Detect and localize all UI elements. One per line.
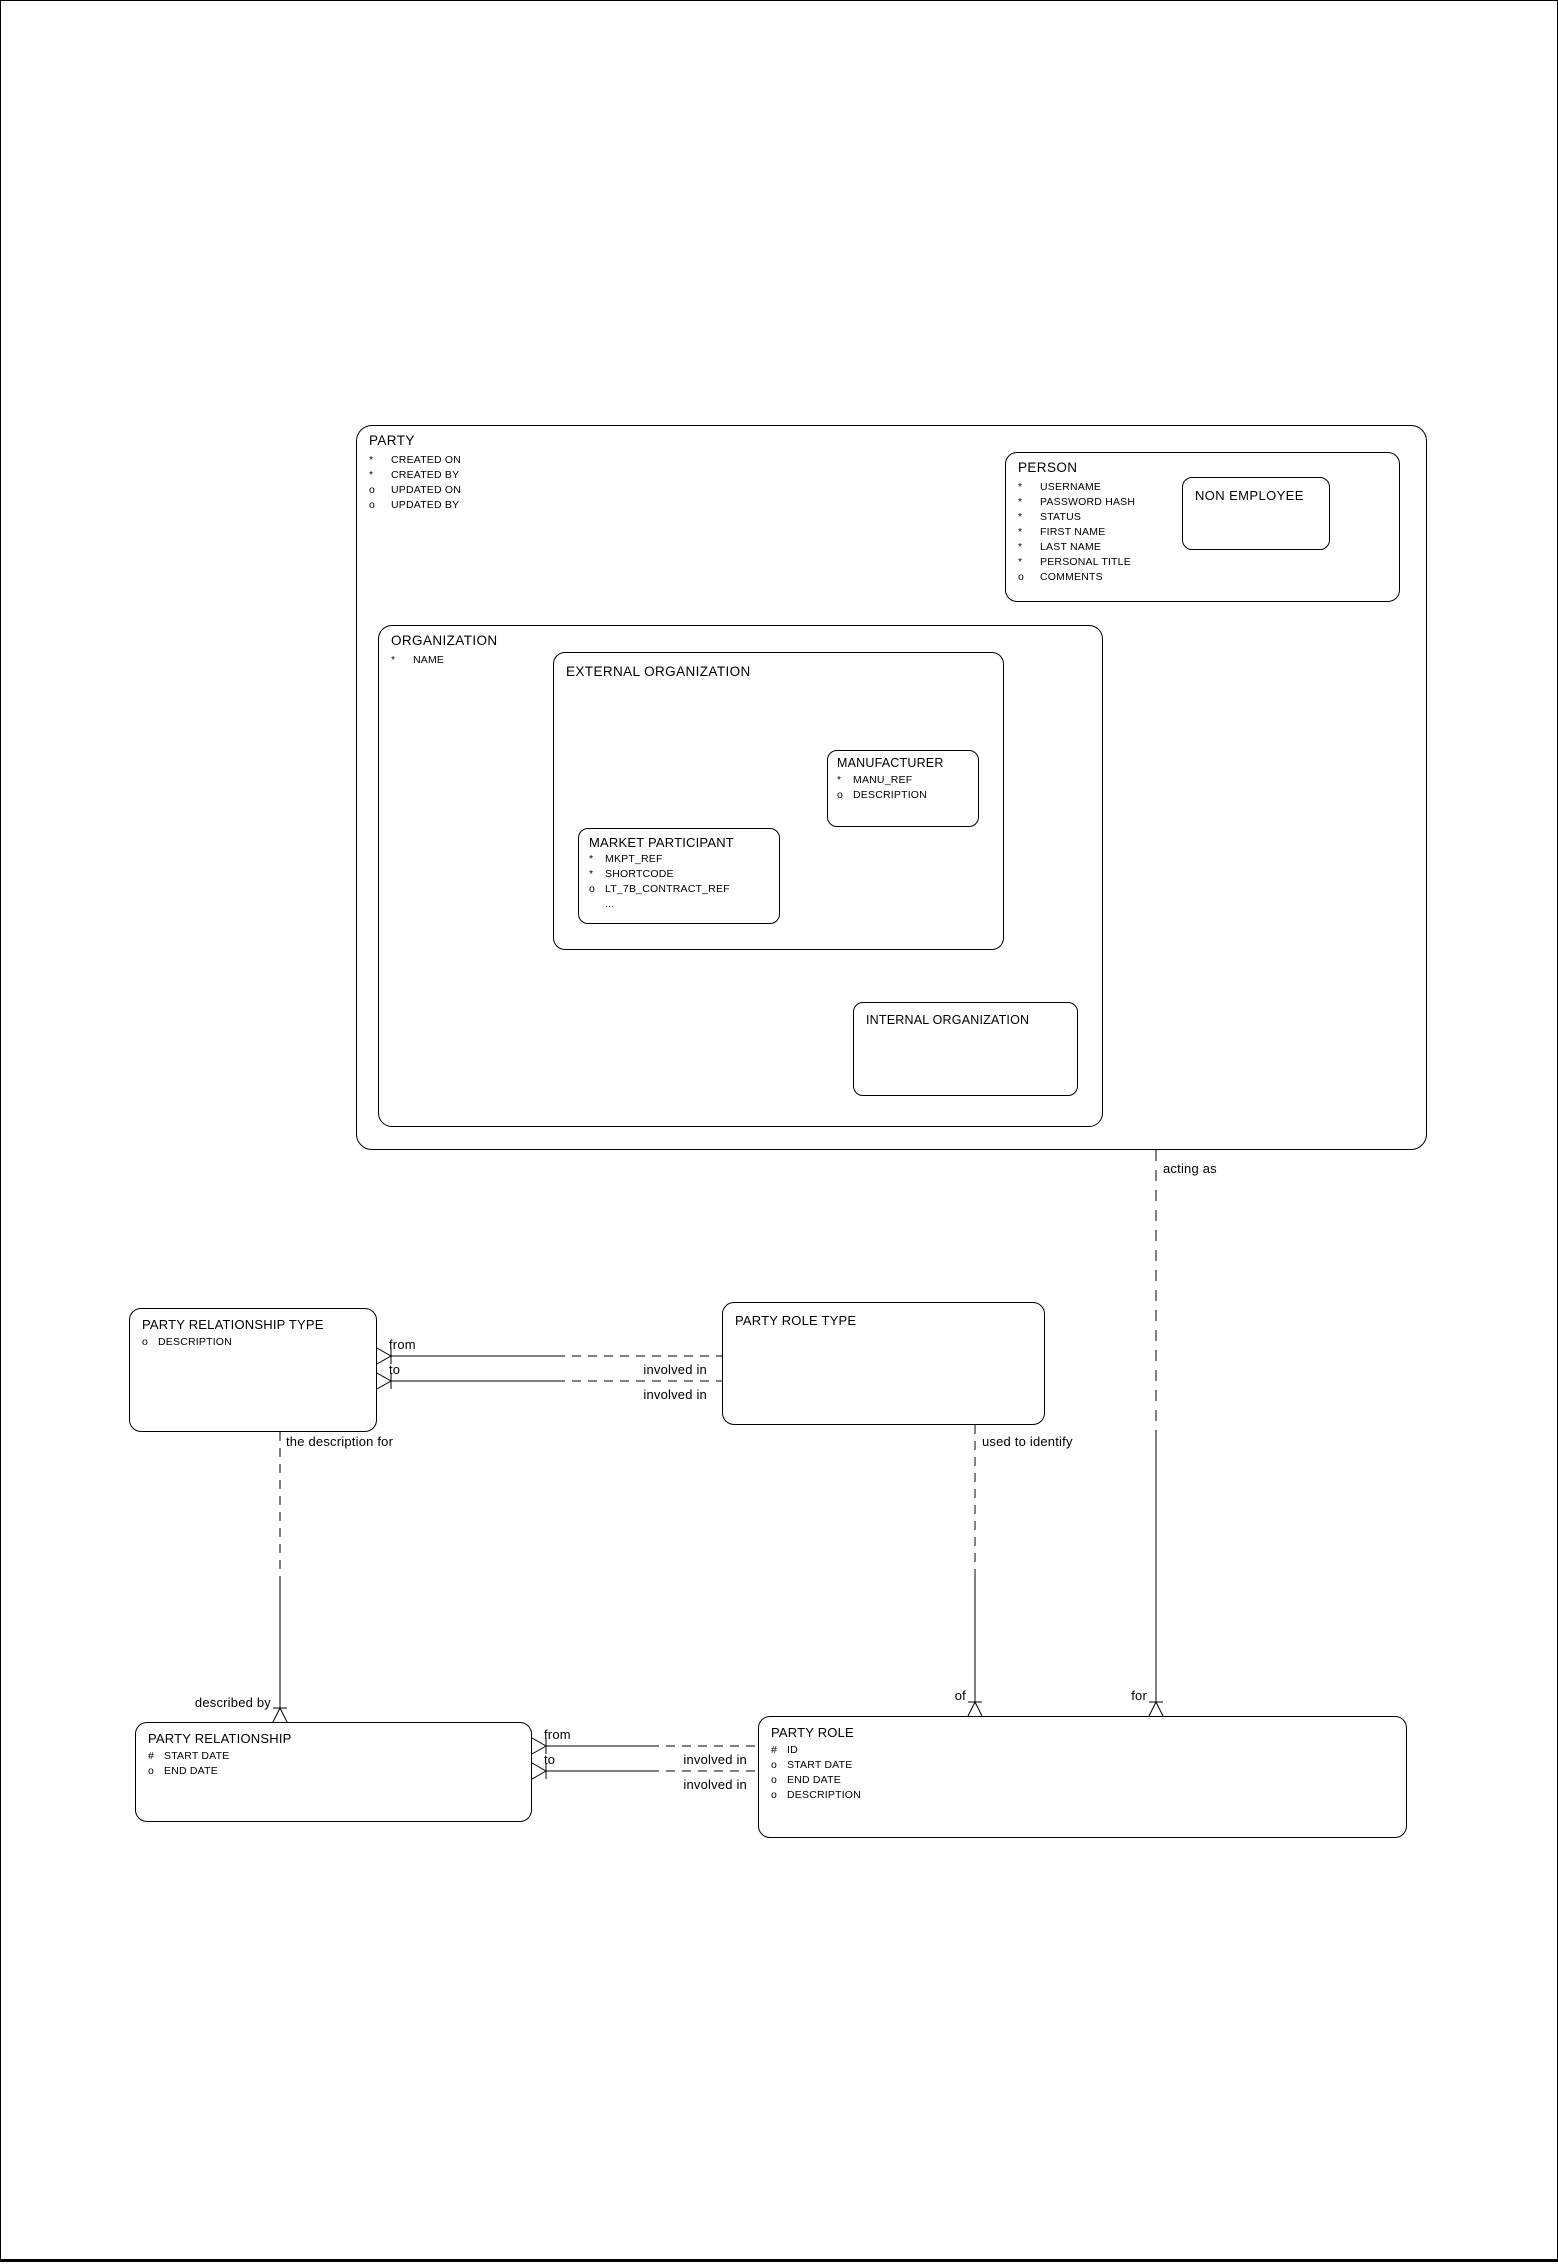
entity-title: PARTY ROLE [771,1725,854,1740]
label-for: for [1131,1688,1147,1703]
label-involved-in-top-2: involved in [643,1387,707,1402]
attribute-row: *CREATED ON [369,454,462,466]
entity-title: ORGANIZATION [391,633,498,648]
label-involved-in-top-1: involved in [643,1362,707,1377]
label-the-description-for: the description for [286,1434,394,1449]
attribute-row: *MANU_REF [837,774,913,786]
attribute-row: #START DATE [148,1750,230,1762]
label-of: of [954,1688,966,1703]
entity-title: NON EMPLOYEE [1195,488,1304,503]
attribute-row: *CREATED BY [369,469,460,481]
crowfoot-of [967,1700,983,1717]
label-from-bottom: from [544,1727,571,1742]
rel-line-from-bottom-solid [546,1745,650,1772]
label-involved-in-bottom-2: involved in [683,1777,747,1792]
label-to-bottom: to [544,1752,556,1767]
entity-title: PERSON [1018,460,1078,475]
attribute-list: *USERNAME *PASSWORD HASH *STATUS *FIRST … [1018,480,1387,585]
rel-line-from-top-dashed [556,1355,722,1382]
attribute-row: *LAST NAME [1018,541,1102,553]
rel-line-from-bottom-dashed [650,1745,758,1772]
entity-internal-organization: INTERNAL ORGANIZATION [853,1002,1078,1096]
attribute-row: *MKPT_REF [589,853,663,865]
attribute-row: *NAME [391,654,445,666]
crowfoot-for [1148,1700,1164,1717]
entity-title: EXTERNAL ORGANIZATION [566,664,751,679]
rel-line-from-top-solid [391,1355,556,1382]
attribute-row: *USERNAME [1018,481,1102,493]
attribute-row: *FIRST NAME [1018,526,1106,538]
entity-title: MANUFACTURER [837,756,944,770]
entity-title: INTERNAL ORGANIZATION [866,1013,1030,1027]
attribute-row: *PASSWORD HASH [1018,496,1136,508]
label-acting-as: acting as [1163,1161,1217,1176]
entity-non-employee: NON EMPLOYEE [1182,477,1330,550]
attribute-row: *PERSONAL TITLE [1018,556,1131,568]
label-to-top: to [389,1362,401,1377]
label-involved-in-bottom-1: involved in [683,1752,747,1767]
attribute-row: *SHORTCODE [589,868,674,880]
entity-title: PARTY ROLE TYPE [735,1313,857,1328]
label-used-to-identify: used to identify [982,1434,1073,1449]
entity-title: PARTY RELATIONSHIP TYPE [142,1317,324,1332]
attribute-row: ... [605,898,615,910]
entity-title: MARKET PARTICIPANT [589,835,734,850]
entity-title: PARTY [369,433,415,448]
attribute-row: *STATUS [1018,511,1082,523]
label-from-top: from [389,1337,416,1352]
crowfoot-described-by [272,1706,288,1723]
entity-title: PARTY RELATIONSHIP [148,1731,292,1746]
entity-market-participant: MARKET PARTICIPANT *MKPT_REF *SHORTCODE … [578,828,780,924]
attribute-row: #ID [771,1744,798,1756]
attribute-list: *NAME [391,653,1090,668]
entity-party-role-type: PARTY ROLE TYPE [722,1302,1045,1425]
label-described-by: described by [194,1695,271,1710]
